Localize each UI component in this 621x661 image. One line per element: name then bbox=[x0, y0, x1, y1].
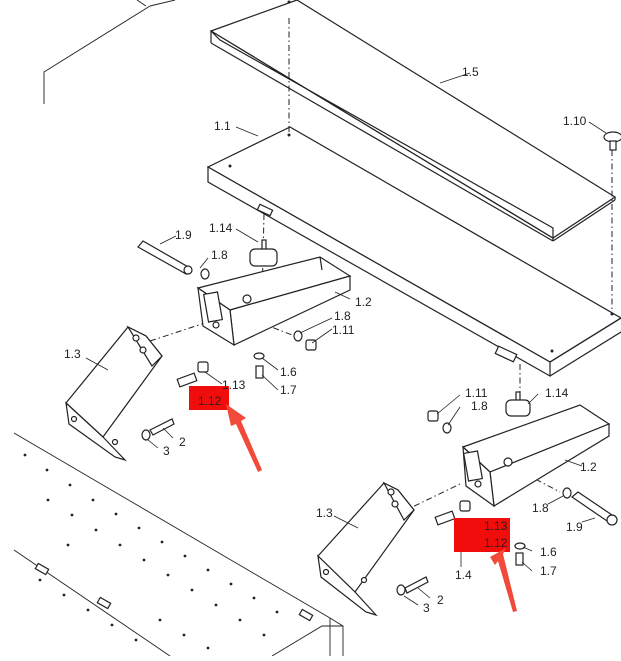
callout-1-14-upper: 1.14 bbox=[209, 221, 233, 235]
pointer-arrow-right bbox=[490, 548, 517, 612]
cover-plate bbox=[209, 0, 617, 242]
callout-1-9-lower: 1.9 bbox=[566, 520, 583, 534]
callout-1-5: 1.5 bbox=[462, 65, 479, 79]
callout-1-1: 1.1 bbox=[214, 119, 231, 133]
callout-1-3-lower: 1.3 bbox=[316, 506, 333, 520]
channel-bracket-left bbox=[196, 256, 352, 347]
callout-3-lower: 3 bbox=[423, 601, 430, 615]
callout-1-2-upper: 1.2 bbox=[355, 295, 372, 309]
highlight-box-left bbox=[189, 386, 229, 410]
frame-outline bbox=[43, 0, 176, 104]
callout-2-upper: 2 bbox=[179, 435, 186, 449]
callout-1-13-upper: 1.13 bbox=[222, 378, 246, 392]
callout-1-4: 1.4 bbox=[455, 568, 472, 582]
callout-1-7-lower: 1.7 bbox=[540, 564, 557, 578]
callout-1-11-upper: 1.11 bbox=[332, 323, 355, 337]
callout-1-12-lower: 1.12 bbox=[484, 536, 508, 550]
callout-1-3-upper: 1.3 bbox=[64, 347, 81, 361]
base-platform bbox=[13, 432, 344, 657]
callout-1-11-lower: 1.11 bbox=[465, 386, 488, 400]
callout-2-lower: 2 bbox=[437, 593, 444, 607]
callout-1-8-lower-left: 1.8 bbox=[471, 399, 488, 413]
channel-bracket-right bbox=[461, 404, 611, 508]
rubber-mount-left bbox=[249, 239, 278, 267]
callout-1-7-upper: 1.7 bbox=[280, 383, 297, 397]
long-bolt-right bbox=[571, 491, 618, 526]
rubber-mount-right bbox=[505, 391, 531, 417]
leader-lines bbox=[85, 72, 607, 606]
callout-1-8-upper: 1.8 bbox=[211, 248, 228, 262]
highlight-box-right bbox=[454, 518, 510, 552]
support-leg-left bbox=[65, 325, 163, 462]
callout-1-8-lower-right: 1.8 bbox=[532, 501, 549, 515]
support-leg-right bbox=[317, 481, 415, 617]
mounting-tray bbox=[206, 126, 621, 378]
callout-1-6-upper: 1.6 bbox=[280, 365, 297, 379]
callout-1-9-upper: 1.9 bbox=[175, 228, 192, 242]
callout-3-upper: 3 bbox=[163, 444, 170, 458]
callout-1-13-lower: 1.13 bbox=[484, 519, 508, 533]
long-bolt-left bbox=[137, 240, 193, 275]
callout-1-10: 1.10 bbox=[563, 114, 587, 128]
callout-1-6-lower: 1.6 bbox=[540, 545, 557, 559]
knob-screw bbox=[603, 131, 621, 151]
callout-1-14-lower: 1.14 bbox=[545, 386, 569, 400]
callout-1-2-lower: 1.2 bbox=[580, 460, 597, 474]
pointer-arrow-left bbox=[226, 404, 262, 472]
callout-1-12-upper: 1.12 bbox=[198, 394, 222, 408]
callout-1-8-mid: 1.8 bbox=[334, 309, 351, 323]
